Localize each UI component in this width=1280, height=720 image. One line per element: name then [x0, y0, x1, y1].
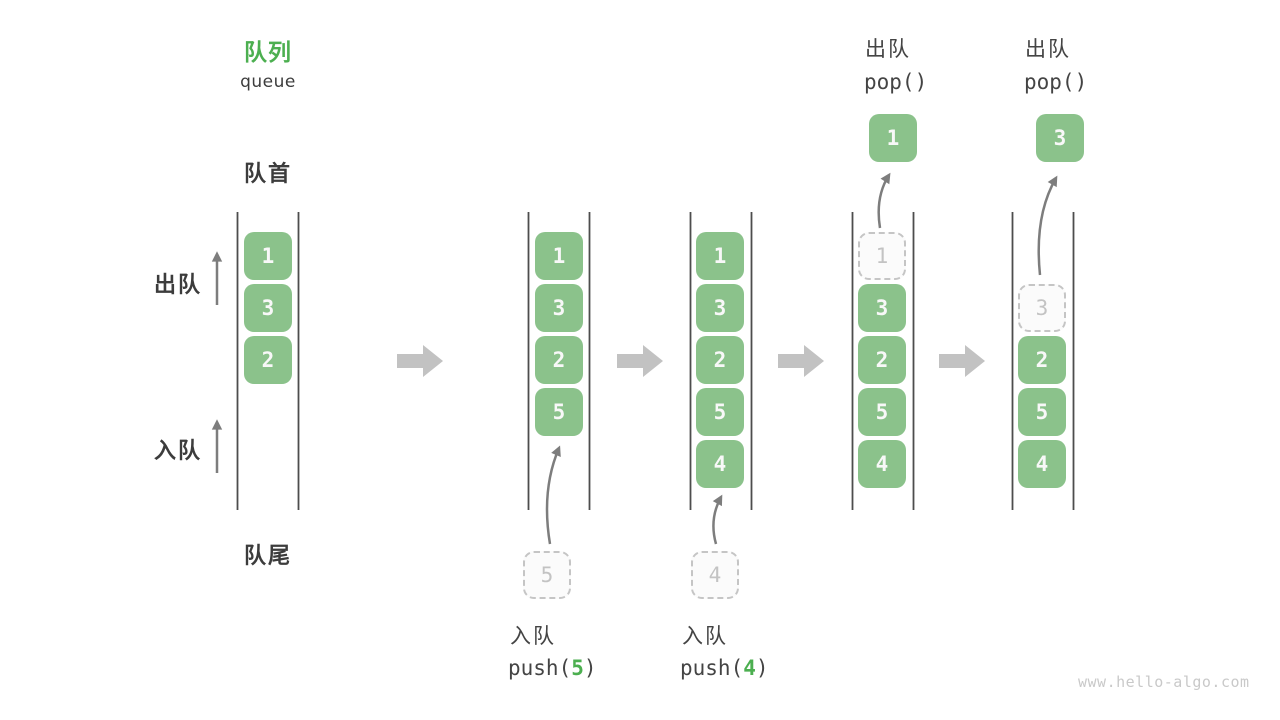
- code-text: push(: [508, 656, 572, 680]
- queue-cell: 1: [244, 232, 292, 280]
- push-5-label: 入队: [510, 624, 556, 648]
- queue-cell: 3: [244, 284, 292, 332]
- queue-cell: 5: [1018, 388, 1066, 436]
- queue-cell: 3: [858, 284, 906, 332]
- queue-front-label: 队首: [243, 162, 292, 187]
- queue-cell: 5: [535, 388, 583, 436]
- queue-cell: 3: [535, 284, 583, 332]
- push-4-label: 入队: [682, 624, 728, 648]
- step-arrow-icon: [778, 345, 824, 377]
- queue-channel-walls: [236, 212, 1075, 510]
- queue-cell: 2: [244, 336, 292, 384]
- staged-element: 4: [691, 551, 739, 599]
- step-arrow-icon: [939, 345, 985, 377]
- queue-rear-label: 队尾: [243, 544, 292, 569]
- pop-1-label: 出队: [865, 37, 911, 61]
- enqueue-side-label: 入队: [153, 439, 202, 464]
- code-arg: 5: [571, 656, 584, 680]
- queue-cell: 4: [696, 440, 744, 488]
- push-5-arrow: [545, 445, 561, 545]
- pop-3-arrow: [1037, 175, 1058, 276]
- queue-cell: 2: [696, 336, 744, 384]
- popped-element: 1: [869, 114, 917, 162]
- push-4-arrow: [712, 494, 723, 545]
- staged-element: 5: [523, 551, 571, 599]
- removed-slot: 1: [858, 232, 906, 280]
- popped-element: 3: [1036, 114, 1084, 162]
- queue-cell: 2: [1018, 336, 1066, 384]
- pop-1-arrow: [877, 172, 891, 229]
- watermark: www.hello-algo.com: [1078, 673, 1250, 691]
- pop-3-label: 出队: [1025, 37, 1071, 61]
- step-arrow-icon: [617, 345, 663, 377]
- code-text: ): [755, 656, 769, 680]
- code-text: push(: [680, 656, 744, 680]
- removed-slot: 3: [1018, 284, 1066, 332]
- code-arg: 4: [743, 656, 756, 680]
- queue-cell: 4: [858, 440, 906, 488]
- queue-cell: 3: [696, 284, 744, 332]
- dequeue-side-label: 出队: [153, 273, 202, 298]
- diagram-title-zh: 队列: [244, 40, 292, 66]
- pop-1-code: pop(): [864, 70, 928, 94]
- push-4-code: push(4): [680, 656, 769, 680]
- queue-cell: 2: [858, 336, 906, 384]
- queue-cell: 5: [858, 388, 906, 436]
- code-text: ): [583, 656, 597, 680]
- queue-cell: 1: [696, 232, 744, 280]
- diagram-title-en: queue: [240, 72, 296, 92]
- queue-cell: 5: [696, 388, 744, 436]
- push-5-code: push(5): [508, 656, 597, 680]
- step-arrow-icon: [397, 345, 443, 377]
- queue-cell: 2: [535, 336, 583, 384]
- queue-cell: 4: [1018, 440, 1066, 488]
- pop-3-code: pop(): [1024, 70, 1088, 94]
- queue-cell: 1: [535, 232, 583, 280]
